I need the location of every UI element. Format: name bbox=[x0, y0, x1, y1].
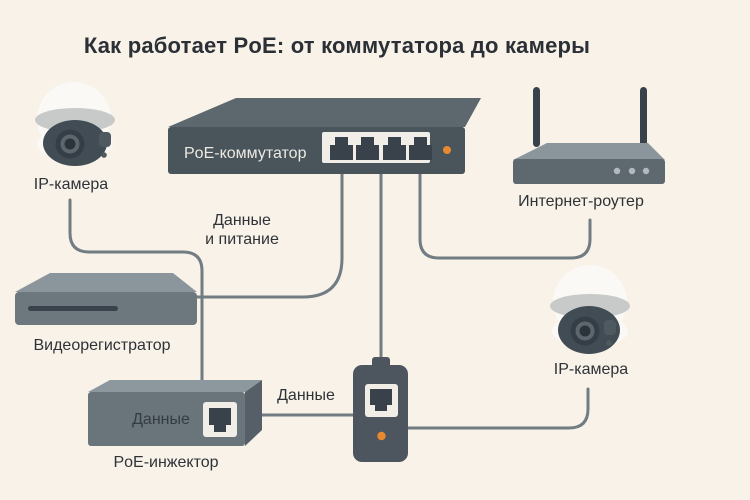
annotation-data-and-power: Данные и питание bbox=[205, 211, 279, 249]
ip-camera-bottom-right-graphic bbox=[550, 265, 630, 354]
router-led bbox=[642, 167, 650, 175]
injector-side-face bbox=[245, 380, 262, 446]
label-ip-camera-bottom-right: IP-камера bbox=[553, 361, 629, 378]
cable-recorder-to-switch bbox=[188, 168, 344, 299]
camera-ir-sensor bbox=[99, 132, 111, 147]
recorder-slot bbox=[28, 306, 118, 311]
annotation-data-and-power-line2: и питание bbox=[205, 231, 279, 248]
ethernet-port bbox=[383, 137, 406, 160]
recorder-top-face bbox=[15, 273, 197, 292]
camera-lens-core bbox=[579, 325, 591, 337]
router-led bbox=[628, 167, 636, 175]
label-poe-injector: PoE-инжектор bbox=[113, 454, 219, 471]
router-antenna-right bbox=[640, 87, 647, 147]
poe-switch-graphic bbox=[168, 98, 481, 174]
router-antenna-left bbox=[533, 87, 540, 147]
ip-camera-top-left-graphic bbox=[35, 82, 115, 166]
label-recorder: Видеорегистратор bbox=[33, 337, 171, 354]
camera-lens-core bbox=[64, 138, 76, 150]
annotation-data-and-power-line1: Данные bbox=[213, 212, 271, 229]
cable-camera-tl-to-injector bbox=[68, 198, 204, 386]
page-title: Как работает PoE: от коммутатора до каме… bbox=[83, 33, 591, 58]
router-top-face bbox=[513, 143, 665, 160]
ethernet-port bbox=[370, 389, 392, 411]
camera-led bbox=[606, 340, 612, 346]
cable-switch-to-router bbox=[418, 168, 592, 260]
splitter-status-led bbox=[377, 431, 386, 441]
label-poe-switch: PoE-коммутатор bbox=[184, 145, 307, 162]
switch-status-led bbox=[443, 146, 451, 154]
camera-led bbox=[101, 152, 107, 158]
router-led bbox=[613, 167, 621, 175]
router-front-face bbox=[513, 159, 665, 184]
switch-top-face bbox=[168, 98, 481, 127]
poe-injector-graphic bbox=[88, 380, 262, 446]
ethernet-port bbox=[330, 137, 353, 160]
injector-top-face bbox=[88, 380, 262, 392]
recorder-graphic bbox=[15, 273, 197, 325]
cables bbox=[68, 168, 592, 430]
label-router: Интернет-роутер bbox=[518, 193, 644, 210]
cable-splitter-to-camera-br bbox=[398, 387, 590, 430]
annotation-data: Данные bbox=[277, 387, 335, 404]
camera-ir-sensor bbox=[604, 320, 616, 335]
injector-body-text: Данные bbox=[132, 411, 190, 428]
label-ip-camera-top-left: IP-камера bbox=[33, 176, 109, 193]
poe-splitter-graphic bbox=[353, 357, 408, 462]
router-graphic bbox=[513, 87, 665, 184]
ethernet-port bbox=[209, 408, 231, 432]
ethernet-port bbox=[409, 137, 432, 160]
ethernet-port bbox=[356, 137, 379, 160]
